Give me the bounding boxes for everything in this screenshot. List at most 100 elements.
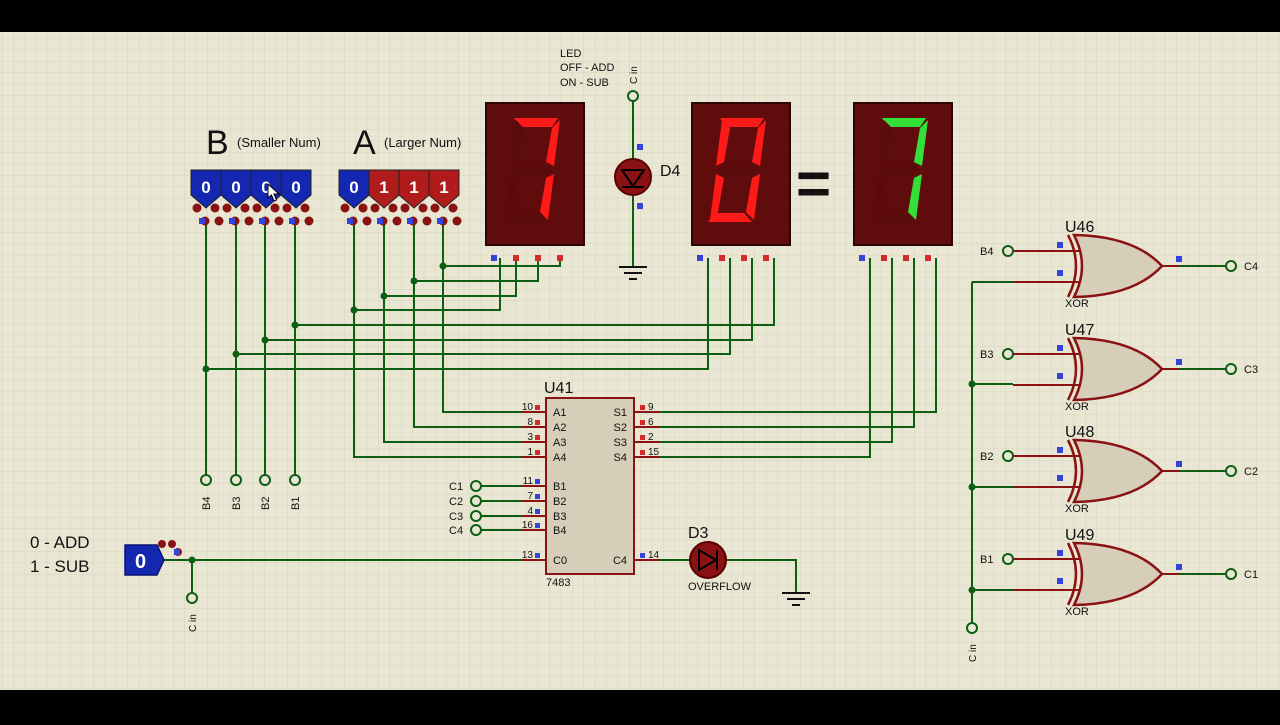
adder-pin-number: 8 (527, 417, 533, 428)
display-result-pin-4 (925, 255, 931, 261)
display-b-segment-f (716, 120, 730, 166)
display-a-pin-3 (535, 255, 541, 261)
adder-pin-number: 4 (527, 506, 533, 517)
led-d3[interactable]: D3 OVERFLOW (688, 525, 752, 593)
a-switch-3[interactable]: 1 (398, 169, 432, 226)
equals-sign: = (796, 150, 831, 217)
mode-switch[interactable]: 0 (124, 540, 182, 576)
adder-pin-number: 1 (527, 447, 533, 458)
wire-b4-disp (206, 258, 709, 370)
display-a-segment-b (546, 120, 560, 166)
adder-pin-number: 15 (648, 447, 660, 458)
b-switch-2-value: 0 (231, 178, 240, 197)
adder-pin-name: S2 (614, 422, 627, 434)
wire-s4 (634, 258, 871, 458)
adder-part: 7483 (546, 577, 570, 589)
led-note-2: OFF - ADD (560, 62, 614, 74)
ground-symbol-d3 (782, 592, 810, 606)
terminal-cin-bottom[interactable] (186, 592, 198, 604)
display-a-segment-g (514, 165, 552, 175)
cursor-icon (267, 182, 281, 202)
adder-pin-number: 2 (648, 432, 654, 443)
sheet-grid (0, 32, 1280, 690)
a-switch-1-value: 0 (349, 178, 358, 197)
xor-ref: U49 (1065, 527, 1094, 544)
terminal-b3[interactable] (230, 474, 242, 486)
a-switch-2[interactable]: 1 (368, 169, 402, 226)
terminal-b4[interactable] (200, 474, 212, 486)
adder-pin-s1[interactable]: 9S1 (614, 402, 660, 419)
adder-pin-name: C4 (613, 555, 627, 567)
display-result-segment-a (882, 118, 926, 127)
display-a-pin-1 (491, 255, 497, 261)
a-switch-4[interactable]: 1 (428, 169, 462, 226)
xor-type: XOR (1065, 401, 1089, 413)
b-switch-1-value: 0 (201, 178, 210, 197)
display-result-segment-g (882, 165, 920, 175)
adder-pin-name: S1 (614, 407, 627, 419)
b-terminals[interactable]: B4 B3 B2 B1 (200, 474, 302, 510)
xor-output-label: C1 (1244, 569, 1258, 581)
display-result-segment-e (872, 174, 886, 220)
xor-output-label: C3 (1244, 364, 1258, 376)
c-input-c4[interactable]: C4 (449, 524, 482, 537)
terminal-b1[interactable] (289, 474, 301, 486)
c-input-c3[interactable]: C3 (449, 510, 482, 523)
adder-body[interactable] (545, 397, 635, 575)
xor-type: XOR (1065, 503, 1089, 515)
display-result-segment-d (870, 213, 914, 222)
display-b-segment-g (720, 165, 758, 175)
b-switch-4[interactable]: 0 (280, 169, 314, 226)
led-d4[interactable]: D4 (614, 144, 681, 209)
wire-d3-gnd (726, 559, 797, 592)
terminal-b2[interactable] (259, 474, 271, 486)
adder-pin-number: 10 (522, 402, 534, 413)
ground-symbol-d4 (619, 266, 647, 280)
terminal-label-b1: B1 (290, 497, 302, 510)
display-a-pin-4 (557, 255, 563, 261)
b-switch-1[interactable]: 0 (190, 169, 224, 226)
led-d4-ref: D4 (660, 163, 681, 180)
led-d3-ref: D3 (688, 525, 709, 542)
terminal-cin-right[interactable] (966, 622, 978, 634)
adder-pin-s3[interactable]: 2 S3 (614, 432, 660, 449)
adder-pin-s2[interactable]: 6S2 (614, 417, 660, 434)
cin-bottom-label: C in (188, 614, 199, 632)
display-a-segment-f (510, 120, 524, 166)
b-switch-2[interactable]: 0 (220, 169, 254, 226)
xor-input-label: B1 (980, 554, 993, 566)
display-a-pin-2 (513, 255, 519, 261)
a-switch-1[interactable]: 0 (338, 169, 372, 226)
c-input-c2[interactable]: C2 (449, 495, 482, 508)
adder-pin-name: S3 (614, 437, 627, 449)
wire-a2 (413, 218, 546, 428)
display-a-segment-a (514, 118, 558, 127)
terminal-cin-top[interactable] (627, 90, 639, 102)
display-a-segment-e (504, 174, 518, 220)
c-input-c1[interactable]: C1 (449, 480, 482, 493)
pin-marker (637, 203, 643, 209)
a-switch-4-value: 1 (439, 178, 448, 197)
wire-b1-disp (295, 258, 775, 326)
